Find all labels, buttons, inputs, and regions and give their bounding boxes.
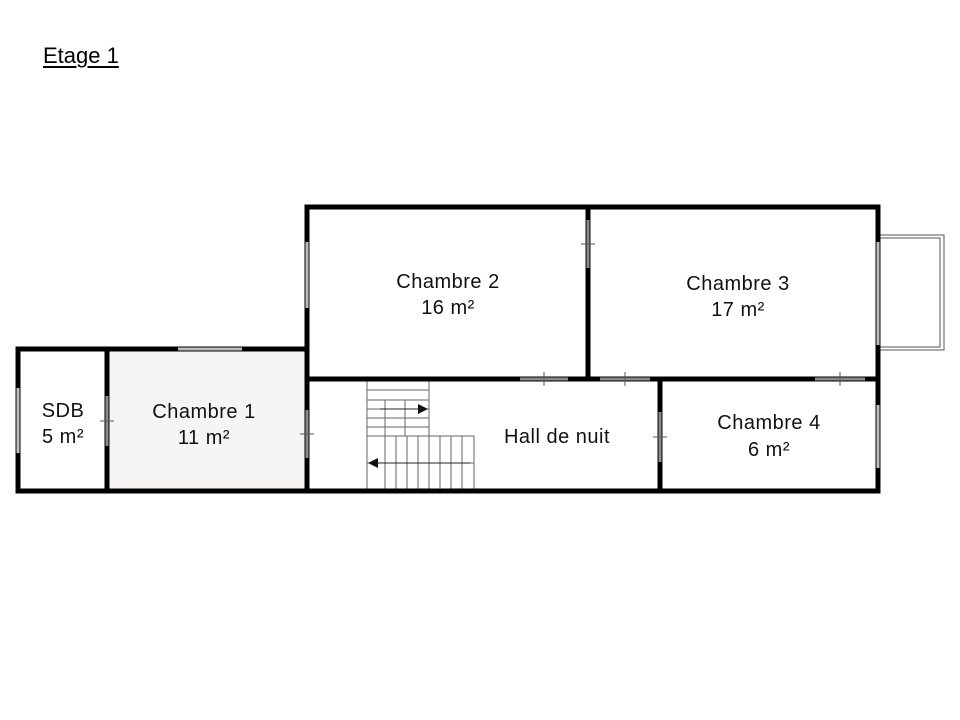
windows [16,242,880,468]
room-chambre-1-name: Chambre 1 [152,401,255,423]
room-chambre-2-name: Chambre 2 [396,271,499,293]
stair-arrow-up-icon [418,404,428,414]
room-chambre-1-fill [107,350,307,491]
room-chambre-3-name: Chambre 3 [686,273,789,295]
room-chambre-2-area: 16 m² [421,297,475,319]
balcony [877,234,945,351]
room-sdb-name: SDB [42,400,85,422]
walls [15,204,881,494]
staircase [366,380,475,492]
room-hall-de-nuit-name: Hall de nuit [504,426,610,448]
room-sdb-area: 5 m² [42,426,84,448]
door-ticks [100,243,841,438]
room-chambre-4-area: 6 m² [748,439,790,461]
room-chambre-3-area: 17 m² [711,299,765,321]
stair-arrow-down-icon [368,458,378,468]
room-chambre-4-name: Chambre 4 [717,412,820,434]
room-chambre-1-area: 11 m² [178,427,230,449]
floor-title: Etage 1 [43,43,119,68]
